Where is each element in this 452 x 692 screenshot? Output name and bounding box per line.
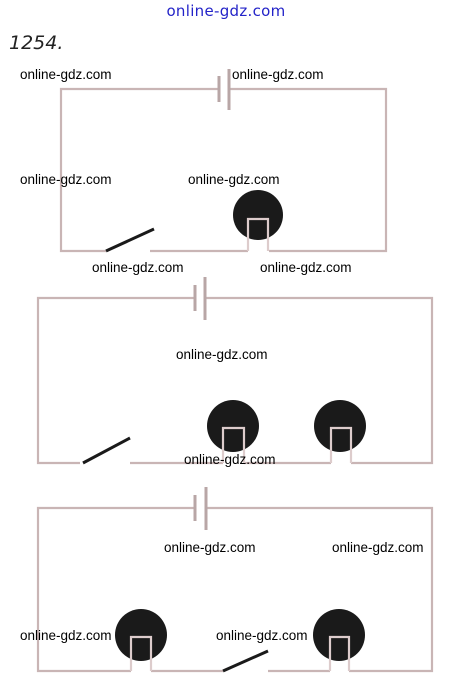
problem-number: 1254. [9,32,64,54]
circuit-2-lamp-2-bulb [314,400,366,452]
watermark-text: online-gdz.com [232,67,324,82]
watermark-text: online-gdz.com [164,540,256,555]
header-watermark: online-gdz.com [166,2,286,20]
circuit-3-wire-top-left [36,506,195,673]
circuit-2-lamp-1-filament [221,426,246,463]
circuit-2-lamp-1-bulb [207,400,259,452]
watermark-text: online-gdz.com [176,347,268,362]
circuit-1 [59,69,388,253]
circuit-3-lamp-2-bulb [313,609,365,661]
circuit-1-wire-top-left [59,87,219,253]
circuit-2-lamp-2-filament [329,426,353,463]
circuit-1-lamp-bulb [233,190,283,240]
circuit-2 [36,277,434,465]
circuit-2-wire-top-right [205,296,434,465]
circuit-1-wire-top-right [229,87,388,253]
watermark-text: online-gdz.com [188,172,280,187]
circuit-2-switch-lever [82,436,131,465]
circuit-3-switch-lever [222,649,269,673]
circuit-3-lamp-2-filament [328,635,351,671]
watermark-text: online-gdz.com [184,452,276,467]
circuit-1-switch-lever [105,227,155,253]
watermark-text: online-gdz.com [20,628,112,643]
circuit-3 [36,487,434,673]
watermark-text: online-gdz.com [216,628,308,643]
watermark-text: online-gdz.com [20,67,112,82]
circuit-2-wire-top-left [36,296,195,465]
circuit-1-lamp-filament [246,217,270,251]
circuit-3-lamp-1-filament [129,635,153,671]
watermark-text: online-gdz.com [260,260,352,275]
circuit-3-lamp-1-bulb [115,609,167,661]
watermark-text: online-gdz.com [332,540,424,555]
circuit-3-wire-top-right [206,506,434,673]
watermark-text: online-gdz.com [92,260,184,275]
watermark-text: online-gdz.com [20,172,112,187]
